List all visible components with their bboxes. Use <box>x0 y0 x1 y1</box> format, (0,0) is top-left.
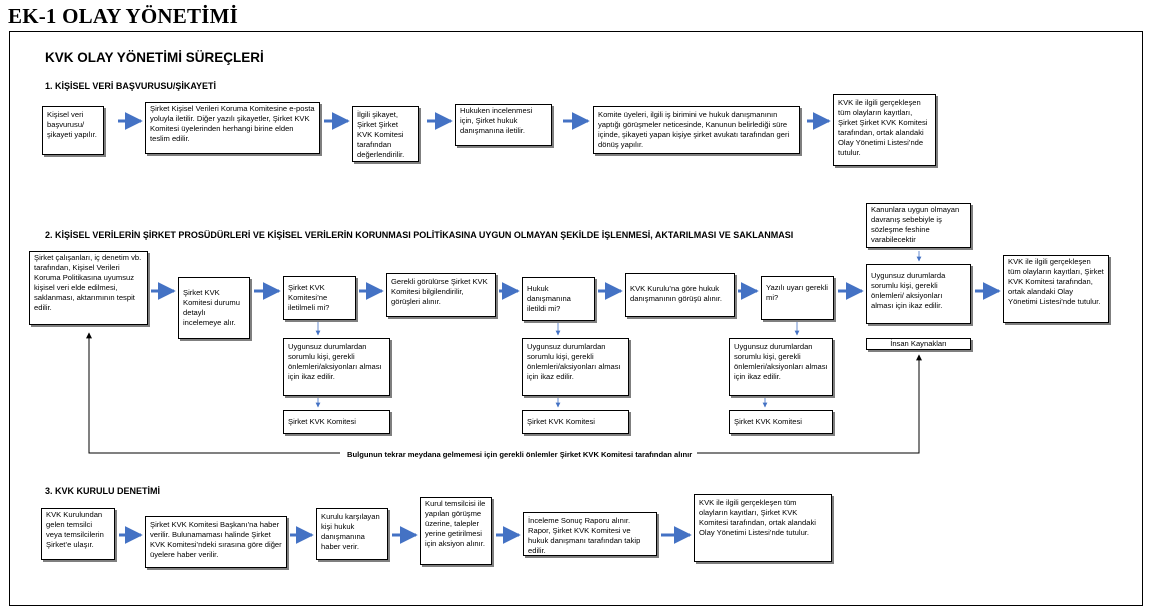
s2-box-detection: Şirket çalışanları, iç denetim vb. taraf… <box>29 251 148 325</box>
s3-box-notify-legal: Kurulu karşılayan kişi hukuk danışmanına… <box>316 508 388 560</box>
diagram-frame <box>9 31 1143 606</box>
s2-sub-box-1: Uygunsuz durumlardan sorumlu kişi, gerek… <box>283 338 390 396</box>
s2-sub-box-2: Uygunsuz durumlardan sorumlu kişi, gerek… <box>522 338 629 396</box>
s2-feedback-loop-left <box>86 332 340 454</box>
s3-box-representative: KVK Kurulundan gelen temsilci veya temsi… <box>41 508 115 560</box>
s2-sub-label-2: Şirket KVK Komitesi <box>522 410 629 434</box>
s2-feedback-loop-right <box>697 354 922 454</box>
s2-box-records: KVK ile ilgili gerçekleşen tüm olayların… <box>1003 255 1109 323</box>
s2-sub-box-3: Uygunsuz durumlardan sorumlu kişi, gerek… <box>729 338 833 396</box>
page-title: EK-1 OLAY YÖNETİMİ <box>8 4 238 28</box>
s3-box-records: KVK ile ilgili gerçekleşen tüm olayların… <box>694 494 832 562</box>
s2-sub-label-1: Şirket KVK Komitesi <box>283 410 390 434</box>
s1-box-email-committee: Şirket Kişisel Verileri Koruma Komitesin… <box>145 102 320 154</box>
s3-box-action: Kurul temsilcisi ile yapılan görüşme üze… <box>420 497 492 565</box>
s1-box-response: Komite üyeleri, ilgili iş birimini ve hu… <box>593 106 800 154</box>
s2-decision-notify-committee: Şirket KVK Komitesi’ne iletilmeli mi? <box>283 276 356 320</box>
section-1-title: 1. KİŞİSEL VERİ BAŞVURUSU/ŞİKAYETİ <box>45 81 217 91</box>
s2-box-detailed-review: Şirket KVK Komitesi durumu detaylı incel… <box>178 277 250 339</box>
document-title: KVK OLAY YÖNETİMİ SÜREÇLERİ <box>45 50 264 65</box>
s1-box-application: Kişisel veri başvurusu/şikayeti yapılır. <box>42 106 104 155</box>
section-2-title: 2. KİŞİSEL VERİLERİN ŞİRKET PROSÜDÜRLERİ… <box>45 230 794 240</box>
s3-box-report: İnceleme Sonuç Raporu alınır. Rapor, Şir… <box>523 512 657 556</box>
s2-decision-written-warning: Yazılı uyarı gerekli mi? <box>761 276 834 320</box>
s2-box-inform-committee: Gerekli görülürse Şirket KVK Komitesi bi… <box>386 273 496 317</box>
s2-feedback-note: Bulgunun tekrar meydana gelmemesi için g… <box>347 450 693 459</box>
section-3-title: 3. KVK KURULU DENETİMİ <box>45 486 161 496</box>
s2-sub-label-3: Şirket KVK Komitesi <box>729 410 833 434</box>
s2-box-legal-opinion: KVK Kurulu’na göre hukuk danışmanının gö… <box>625 273 735 317</box>
s2-box-warn-responsible: Uygunsuz durumlarda sorumlu kişi, gerekl… <box>866 264 971 324</box>
s1-box-legal-counsel: Hukuken incelenmesi için, Şirket hukuk d… <box>455 104 552 146</box>
s2-box-termination-note: Kanunlara uygun olmayan davranış sebebiy… <box>866 203 971 248</box>
s2-decision-legal-notified: Hukuk danışmanına iletildi mi? <box>522 277 595 321</box>
s2-hr-label: İnsan Kaynakları <box>866 338 971 350</box>
s1-box-evaluation: İlgili şikayet, Şirket Şirket KVK Komite… <box>352 106 419 162</box>
s3-box-notify-chair: Şirket KVK Komitesi Başkanı’na haber ver… <box>145 516 287 568</box>
s1-box-records: KVK ile ilgili gerçekleşen tüm olayların… <box>833 94 936 166</box>
